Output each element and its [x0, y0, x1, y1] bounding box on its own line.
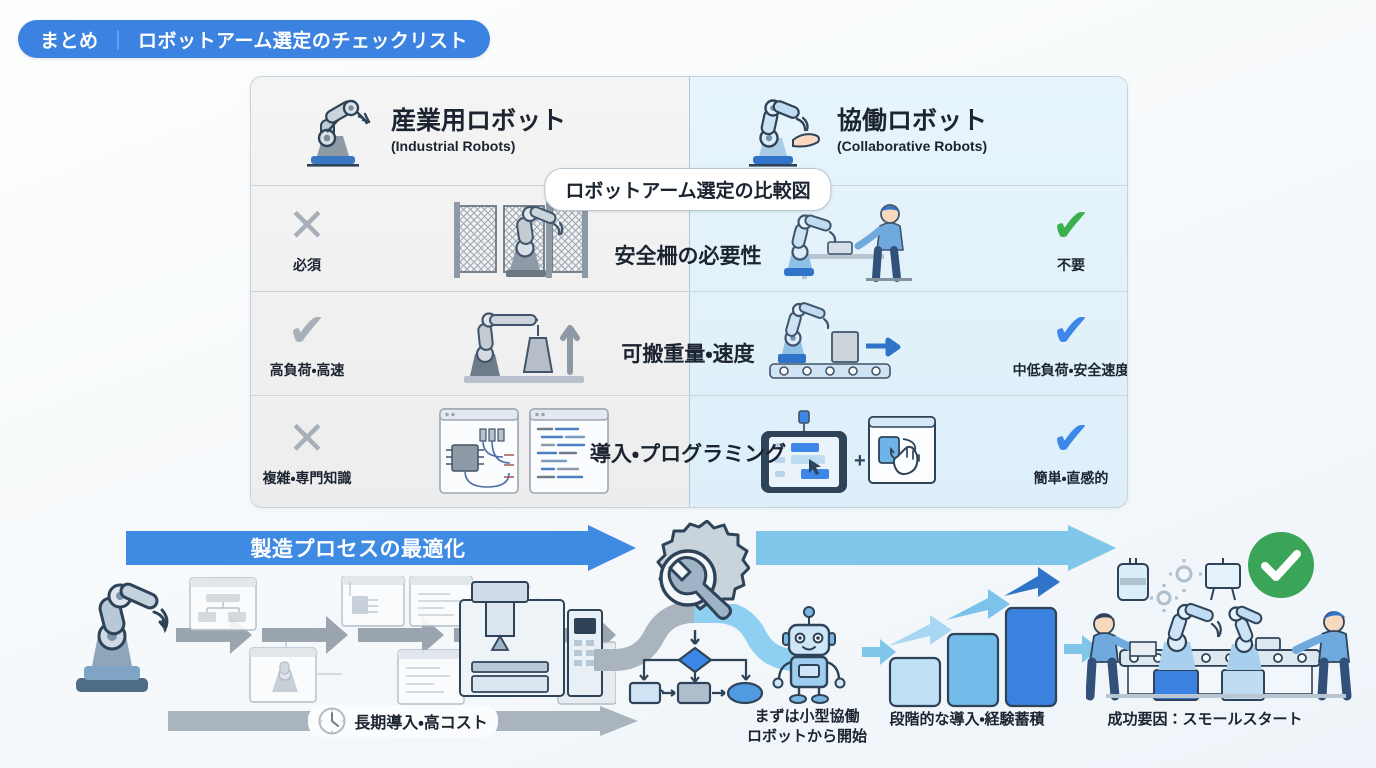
header-en-collaborative: (Collaborative Robots): [837, 138, 988, 155]
column-divider: [689, 77, 690, 507]
svg-text:+: +: [854, 450, 866, 472]
tablet-drag-drop-icon: +: [689, 403, 1015, 499]
wiring-and-code-icon: [363, 403, 689, 499]
row1-verdict-collaborative: ✔ 不要: [1015, 202, 1127, 275]
caption-start-small-line2: ロボットから開始: [746, 728, 867, 746]
title-separator: ｜: [108, 30, 129, 52]
row3-verdict-industrial: ✕ 複雑・専門知識: [251, 415, 363, 488]
comparison-table: 産業用ロボット (Industrial Robots): [250, 76, 1128, 508]
check-icon: ✔: [287, 303, 327, 356]
caption-start-small: まずは小型協働 ロボットから開始: [722, 707, 892, 748]
row3-cell-collaborative: + ✔ 簡単・直感的: [689, 395, 1127, 507]
row-divider-3: [251, 395, 1127, 396]
flowchart-icon: [628, 630, 764, 705]
step-arrow-icon: [862, 639, 896, 665]
industrial-robot-arm-icon: [291, 92, 377, 170]
header-cell-collaborative: 協働ロボット (Collaborative Robots): [689, 77, 1127, 185]
page-title-badge: まとめ ｜ ロボットアーム選定のチェックリスト: [18, 20, 490, 58]
center-badge: ロボットアーム選定の比較図: [544, 168, 832, 211]
criterion-label-1: 安全柵の必要性: [614, 245, 762, 268]
optimization-arrow: 製造プロセスの最適化: [126, 525, 636, 571]
cobot-conveyor-icon: [689, 298, 1015, 388]
improvement-arrow: [756, 525, 1116, 571]
green-check-circle-icon: [1248, 532, 1314, 598]
collaborative-robot-arm-icon: [737, 92, 823, 170]
smart-factory-icon: [1086, 558, 1352, 701]
table-header-row: 産業用ロボット (Industrial Robots): [251, 77, 1127, 185]
header-en-industrial: (Industrial Robots): [391, 138, 516, 155]
gear-wrench-icon: [656, 520, 750, 620]
long-deployment-label-wrap: 長期導入・高コスト: [168, 705, 638, 737]
growth-bars-icon: [888, 567, 1060, 708]
row2-cell-industrial: ✔ 高負荷・高速: [251, 291, 689, 395]
cnc-machine-icon: [459, 581, 603, 697]
caption-success-factor: 成功要因：スモールスタート: [1107, 711, 1303, 728]
row2-label-collaborative: 中低負荷・安全速度: [1012, 361, 1128, 378]
title-prefix: まとめ: [40, 30, 99, 52]
check-icon: ✔: [1051, 198, 1091, 251]
table-row: ✕ 複雑・専門知識: [251, 395, 1127, 507]
row3-label-collaborative: 簡単・直感的: [1033, 469, 1109, 486]
criterion-label-3: 導入・プログラミング: [589, 443, 787, 466]
legacy-robot-arm-icon: [76, 582, 169, 692]
process-flow-section: [0, 508, 1376, 768]
row2-cell-collaborative: ✔ 中低負荷・安全速度: [689, 291, 1127, 395]
cross-icon: ✕: [287, 411, 327, 464]
row1-verdict-industrial: ✕ 必須: [251, 202, 363, 275]
header-text-collaborative: 協働ロボット (Collaborative Robots): [837, 106, 988, 155]
row1-label-industrial: 必須: [293, 256, 321, 273]
robot-in-safety-cage-icon: [363, 192, 689, 284]
cross-icon: ✕: [287, 198, 327, 251]
criterion-label-2: 可搬重量・速度: [621, 343, 755, 366]
row2-label-industrial: 高負荷・高速: [269, 361, 345, 378]
optimization-arrow-label: 製造プロセスの最適化: [250, 538, 466, 561]
row2-verdict-industrial: ✔ 高負荷・高速: [251, 307, 363, 380]
row3-cell-industrial: ✕ 複雑・専門知識: [251, 395, 689, 507]
small-cobot-icon: [772, 606, 846, 704]
page-title: ロボットアーム選定のチェックリスト: [138, 30, 468, 52]
heavy-payload-crane-icon: [363, 298, 689, 388]
row1-label-collaborative: 不要: [1057, 256, 1085, 273]
long-deployment-label: 長期導入・高コスト: [354, 715, 488, 732]
table-row: ✕ 必須: [251, 185, 1127, 291]
check-icon: ✔: [1051, 303, 1091, 356]
caption-start-small-line1: まずは小型協働: [754, 708, 860, 725]
header-jp-collaborative: 協働ロボット: [837, 106, 988, 135]
cobot-with-worker-icon: [689, 192, 1015, 284]
table-row: ✔ 高負荷・高速: [251, 291, 1127, 395]
header-cell-industrial: 産業用ロボット (Industrial Robots): [251, 77, 689, 185]
check-icon: ✔: [1051, 411, 1091, 464]
clock-icon: [318, 707, 346, 735]
row3-verdict-collaborative: ✔ 簡単・直感的: [1015, 415, 1127, 488]
row3-label-industrial: 複雑・専門知識: [262, 469, 352, 486]
row1-cell-industrial: ✕ 必須: [251, 185, 689, 291]
row-divider-2: [251, 291, 1127, 292]
row1-cell-collaborative: ✔ 不要: [689, 185, 1127, 291]
header-text-industrial: 産業用ロボット (Industrial Robots): [391, 106, 567, 155]
row2-verdict-collaborative: ✔ 中低負荷・安全速度: [1012, 303, 1128, 380]
caption-gradual-adoption: 段階的な導入・経験蓄積: [889, 711, 1045, 728]
header-jp-industrial: 産業用ロボット: [391, 106, 567, 135]
